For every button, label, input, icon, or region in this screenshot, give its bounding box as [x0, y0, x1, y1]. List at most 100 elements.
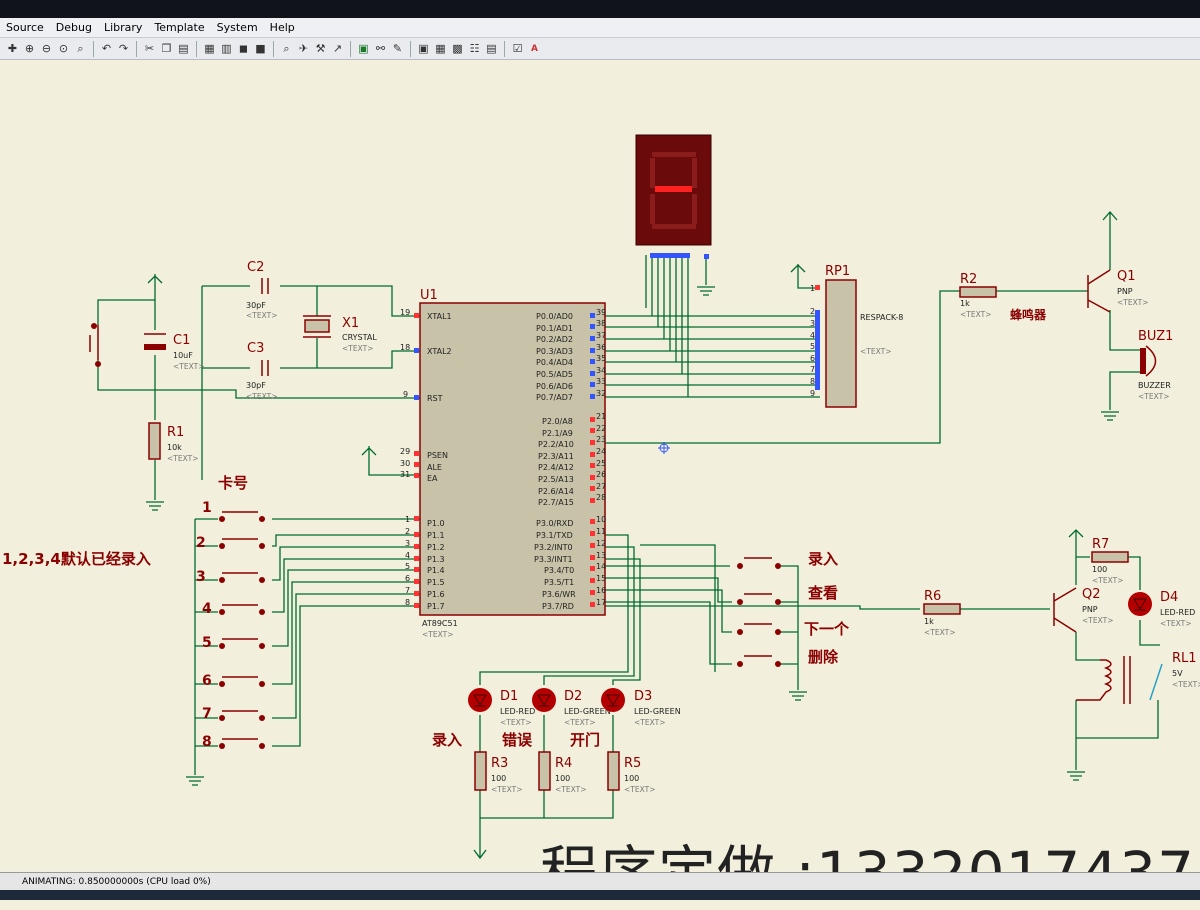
capacitor-c2[interactable]: C2 30pF <TEXT>	[246, 260, 277, 320]
next-button[interactable]: 下一个	[737, 620, 850, 638]
svg-text:录入: 录入	[808, 550, 838, 568]
undo-icon[interactable]: ↶	[101, 42, 112, 55]
resistor-r6[interactable]: R6 1k <TEXT>	[923, 589, 961, 637]
pin-p1-7: P1.7	[427, 602, 445, 611]
led-d1[interactable]: D1 LED-RED <TEXT>	[468, 688, 535, 727]
card-button-7[interactable]: 7	[202, 706, 265, 722]
resistor-r5[interactable]: R5 100 <TEXT>	[607, 751, 655, 794]
transistor-q1[interactable]: Q1 PNP <TEXT>	[1087, 269, 1148, 313]
svg-text:LED-RED: LED-RED	[1160, 608, 1195, 617]
svg-text:<TEXT>: <TEXT>	[634, 718, 665, 727]
svg-text:100: 100	[555, 774, 570, 783]
pin-p2-4: P2.4/A12	[538, 463, 574, 472]
svg-text:R2: R2	[960, 272, 977, 287]
netlist-icon[interactable]: ☷	[469, 42, 480, 55]
relay-rl1[interactable]: RL1 5V <TEXT>	[1076, 651, 1200, 704]
u1-chip[interactable]: U1 AT89C51 <TEXT> XTAL1 19 XTAL2 18 RST …	[400, 288, 606, 639]
pin-p1-2: P1.2	[427, 543, 445, 552]
check-icon[interactable]: ☑	[512, 42, 523, 55]
pin-p1-3: P1.3	[427, 555, 445, 564]
svg-text:<TEXT>: <TEXT>	[246, 311, 277, 320]
svg-text:D2: D2	[564, 689, 582, 704]
svg-text:PNP: PNP	[1117, 287, 1133, 296]
card-button-2[interactable]: 2	[196, 535, 265, 551]
decompose-icon[interactable]: ↗	[332, 42, 343, 55]
svg-text:<TEXT>: <TEXT>	[1092, 576, 1123, 585]
zoom-in-icon[interactable]: ⊕	[24, 42, 35, 55]
menu-debug[interactable]: Debug	[55, 21, 92, 34]
svg-text:2: 2	[196, 535, 206, 551]
respack-rp1[interactable]: RP1 RESPACK-8 <TEXT> 1 2 3 4 5 6 7 8 9	[810, 264, 903, 408]
svg-text:6: 6	[810, 354, 815, 363]
zoom-area-icon[interactable]: ⌕	[77, 41, 84, 55]
pin-p1-1: P1.1	[427, 531, 445, 540]
crystal-x1[interactable]: X1 CRYSTAL <TEXT>	[303, 315, 377, 353]
pin-37: 37	[596, 331, 606, 340]
led-d4[interactable]: D4 LED-RED <TEXT>	[1128, 590, 1195, 628]
block-copy-icon[interactable]: ▦	[204, 42, 215, 55]
paste-icon[interactable]: ▤	[178, 42, 189, 55]
pick-device-icon[interactable]: ✈	[298, 42, 309, 55]
schematic-svg[interactable]: .w{stroke:#006b2d;stroke-width:1.3;fill:…	[0, 61, 1200, 872]
svg-text:C2: C2	[247, 260, 264, 275]
svg-text:<TEXT>: <TEXT>	[624, 785, 655, 794]
view-button[interactable]: 查看	[737, 584, 838, 605]
buzzer-buz1[interactable]: BUZ1 BUZZER <TEXT>	[1138, 329, 1173, 401]
make-device-icon[interactable]: ⚒	[315, 42, 326, 55]
menu-source[interactable]: Source	[6, 21, 44, 34]
block-delete-icon[interactable]: ■	[255, 42, 266, 55]
resistor-r7[interactable]: R7 100 <TEXT>	[1091, 537, 1129, 585]
block-move-icon[interactable]: ▥	[221, 42, 232, 55]
capacitor-c3[interactable]: C3 30pF <TEXT>	[246, 341, 277, 401]
enroll-button[interactable]: 录入	[737, 550, 838, 569]
search-icon[interactable]: ⌕	[283, 41, 290, 55]
menu-help[interactable]: Help	[269, 21, 295, 34]
delete-button[interactable]: 删除	[737, 648, 839, 667]
menu-library[interactable]: Library	[103, 21, 143, 34]
card-button-6[interactable]: 6	[202, 673, 265, 689]
seven-segment-display[interactable]: -	[0, 61, 712, 259]
zoom-fit-icon[interactable]: ⊙	[58, 42, 69, 55]
card-button-3[interactable]: 3	[196, 569, 265, 585]
pin-21: 21	[596, 412, 606, 421]
transistor-q2[interactable]: Q2 PNP <TEXT>	[1053, 587, 1113, 633]
schematic-canvas[interactable]: .w{stroke:#006b2d;stroke-width:1.3;fill:…	[0, 61, 1200, 872]
remove-sheet-icon[interactable]: ▩	[452, 42, 463, 55]
resistor-r3[interactable]: R3 100 <TEXT>	[474, 751, 522, 794]
property-tool-icon[interactable]: ✎	[392, 42, 403, 55]
card-button-5[interactable]: 5	[202, 635, 265, 651]
pin-p3-2: P3.2/INT0	[534, 543, 573, 552]
led-d3[interactable]: D3 LED-GREEN <TEXT>	[601, 688, 681, 727]
pin-p0-7: P0.7/AD7	[536, 393, 573, 402]
menu-system[interactable]: System	[216, 21, 258, 34]
design-explorer-icon[interactable]: ▣	[418, 42, 429, 55]
wire-autoroute-icon[interactable]: ▣	[358, 42, 369, 55]
menu-template[interactable]: Template	[154, 21, 205, 34]
svg-text:8: 8	[202, 734, 212, 750]
status-bar: ANIMATING: 0.850000000s (CPU load 0%)	[0, 872, 1200, 891]
ares-icon[interactable]: A	[531, 43, 538, 54]
card-button-1[interactable]: 1	[202, 500, 265, 522]
copy-icon[interactable]: ❐	[161, 42, 172, 55]
pin-33: 33	[596, 377, 606, 386]
card-button-8[interactable]: 8	[202, 734, 265, 750]
led-d2[interactable]: D2 LED-GREEN <TEXT>	[532, 688, 611, 727]
redo-icon[interactable]: ↷	[118, 42, 129, 55]
pin-36: 36	[596, 343, 606, 352]
reset-button[interactable]	[89, 323, 101, 367]
move-icon[interactable]: ✚	[7, 42, 18, 55]
pin-16: 16	[596, 586, 606, 595]
capacitor-c1[interactable]: C1 10uF <TEXT>	[144, 333, 204, 371]
zoom-out-icon[interactable]: ⊖	[41, 42, 52, 55]
resistor-r4[interactable]: R4 100 <TEXT>	[538, 751, 586, 794]
resistor-r1[interactable]: R1 10k <TEXT>	[148, 422, 198, 463]
resistor-r2[interactable]: R2 1k <TEXT> 蜂鸣器	[959, 272, 1047, 322]
cut-icon[interactable]: ✂	[144, 42, 155, 55]
buzzer-label: 蜂鸣器	[1010, 307, 1047, 322]
new-sheet-icon[interactable]: ▦	[435, 42, 446, 55]
search-tag-icon[interactable]: ⚯	[375, 42, 386, 55]
card-button-4[interactable]: 4	[202, 601, 265, 617]
pin-2: 2	[405, 527, 410, 536]
block-rotate-icon[interactable]: ◼	[238, 42, 249, 55]
bill-icon[interactable]: ▤	[486, 42, 497, 55]
